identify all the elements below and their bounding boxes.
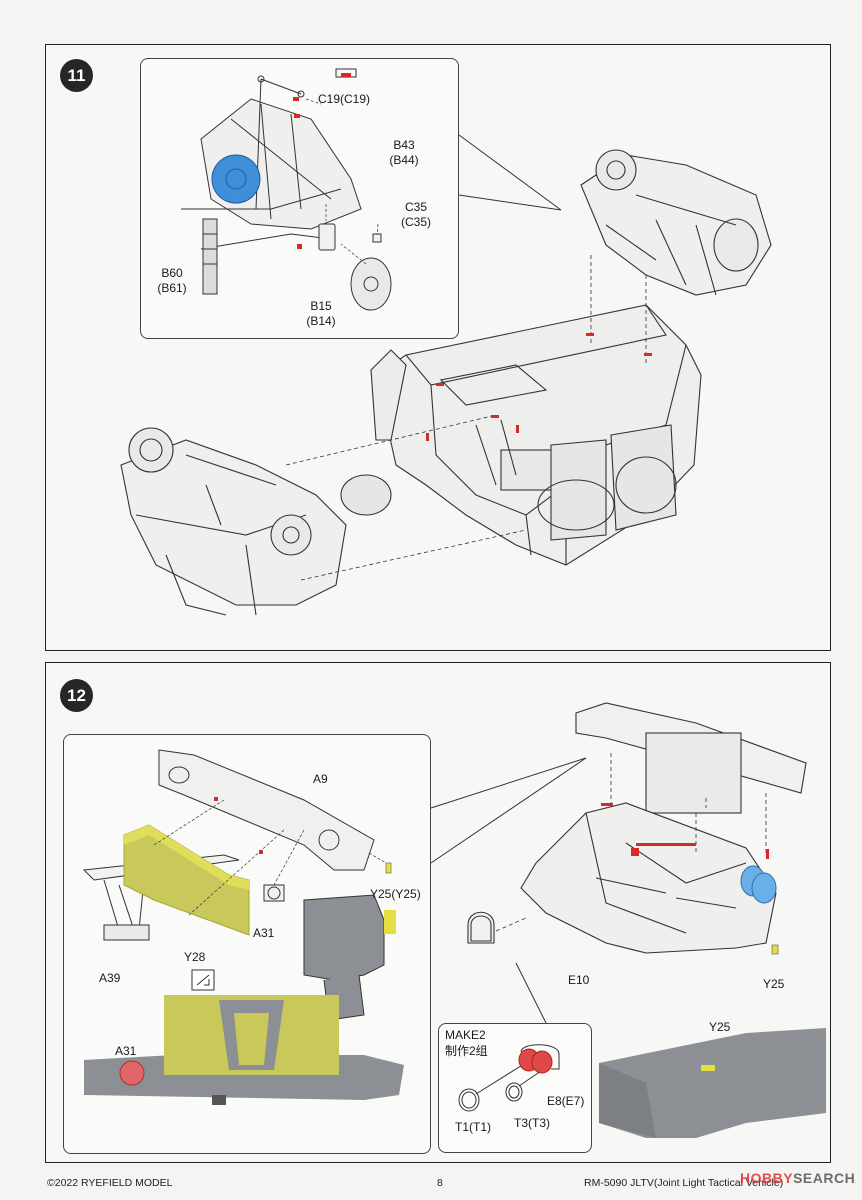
part-label-a31-bottom: A31 [115, 1044, 137, 1058]
part-label-t3-t3: T3(T3) [514, 1116, 550, 1130]
part-label-t1-t1: T1(T1) [455, 1120, 491, 1134]
front-suspension-detail-drawing [181, 68, 392, 311]
footer-copyright: ©2022 RYEFIELD MODEL [47, 1177, 173, 1189]
part-label-c35: C35 [404, 200, 427, 214]
make-two-label-chinese: 制作2组 [445, 1044, 488, 1058]
footer-page-number: 8 [437, 1177, 443, 1189]
step-12-detail-inset: A9 Y25(Y25) A31 Y28 A39 A31 [63, 734, 431, 1154]
step-number-badge: 11 [60, 59, 93, 92]
part-label-y28: Y28 [184, 950, 206, 964]
part-label-b44: (B44) [389, 153, 419, 167]
chassis-assembly-drawing [120, 134, 772, 616]
part-label-y25-bottom: Y25 [709, 1020, 731, 1034]
rear-bumper-assembly-drawing [430, 702, 826, 1138]
part-label-a9: A9 [313, 772, 328, 786]
part-label-a31-top: A31 [253, 926, 275, 940]
part-label-c35-alt: (C35) [400, 215, 431, 229]
watermark-hobby: HOBBY [740, 1170, 794, 1186]
part-label-c19: C19(C19) [318, 92, 371, 106]
step-number-badge: 12 [60, 679, 93, 712]
part-label-e8-e7: E8(E7) [547, 1094, 585, 1108]
part-label-b43: B43 [393, 138, 415, 152]
light-lens-drawing [458, 1044, 560, 1112]
bumper-detail-drawing [82, 749, 404, 1105]
part-label-y25-right: Y25 [763, 977, 785, 991]
part-label-a39: A39 [99, 971, 121, 985]
make-two-label: MAKE2 [445, 1028, 486, 1042]
footer-kit-title: RM-5090 JLTV(Joint Light Tactical Vehicl… [584, 1177, 784, 1189]
step-12-panel: 12 [45, 662, 831, 1163]
step-11-detail-inset: C19(C19) B43 (B44) C35 (C35) B60 (B61) B… [140, 58, 459, 339]
part-label-b61: (B61) [157, 281, 187, 295]
step-11-panel: 11 [45, 44, 831, 651]
part-label-b15: B15 [310, 299, 332, 313]
part-label-e10: E10 [568, 973, 590, 987]
part-label-y25-y25: Y25(Y25) [370, 887, 421, 901]
part-label-b60: B60 [161, 266, 183, 280]
watermark-search: SEARCH [793, 1170, 856, 1186]
make-two-inset: MAKE2 制作2组 E8(E7) T1(T1) T3(T3) [438, 1023, 592, 1153]
part-label-b14: (B14) [306, 314, 336, 328]
watermark: HOBBYSEARCH [740, 1170, 855, 1186]
